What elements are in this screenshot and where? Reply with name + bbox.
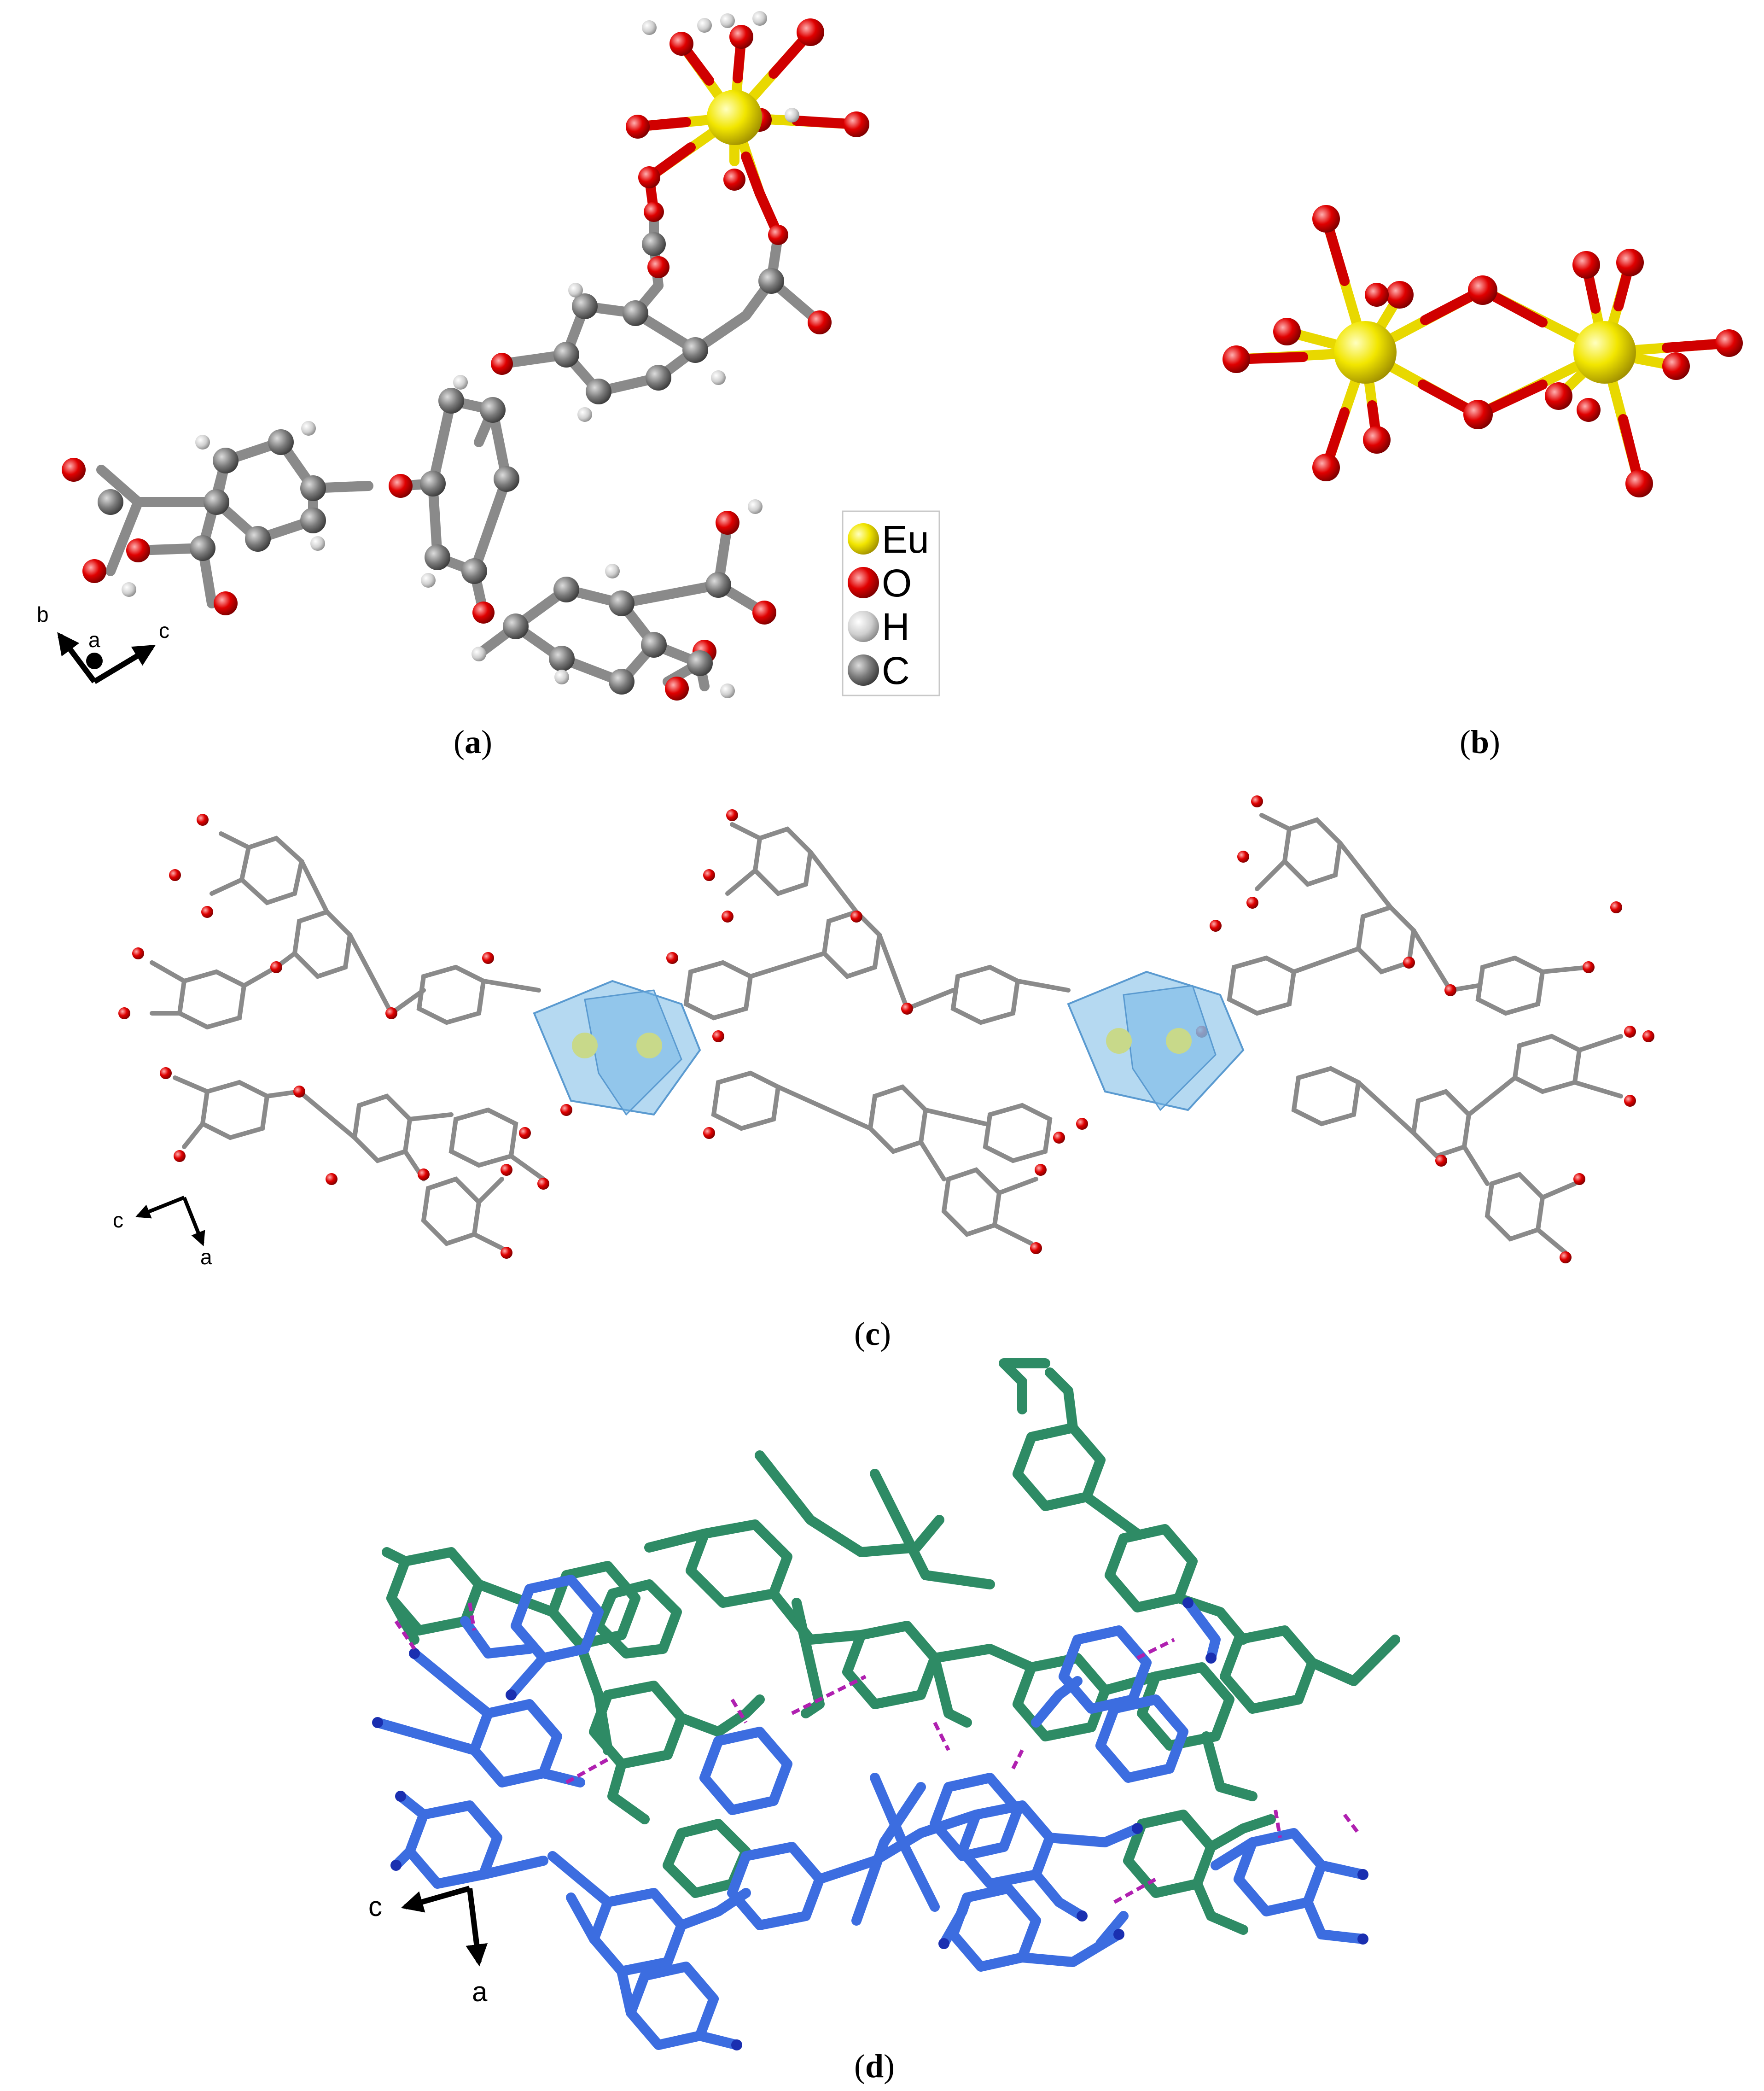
legend-label-eu: Eu [882,518,929,561]
polyhedron-left [533,980,701,1116]
eu-atom-1 [1334,321,1397,384]
panel-label-c: (c) [854,1315,891,1352]
polyhedron-right [1067,970,1245,1111]
panel-b-atoms [1223,205,1743,497]
legend-label-h: H [882,605,910,648]
hydrogen-bonds [394,1602,1360,1904]
panel-c-chain-unit-3 [1196,795,1654,1263]
panel-label-a: (a) [454,724,492,760]
legend-item-h: H [848,605,910,648]
panel-d: c a (d) [368,1358,1400,2085]
panel-a-atoms [62,11,869,701]
axis-label-d-a: a [472,1976,488,2007]
legend-swatch-c [848,654,879,686]
panel-b: (b) [1223,205,1743,760]
axis-label-c-a: a [200,1245,212,1269]
panel-c-chain-unit-1 [118,814,572,1259]
panel-c: c a (c) [113,795,1654,1352]
blue-chain [373,1575,1368,2050]
legend-swatch-eu [848,523,879,555]
legend-item-c: C [848,649,910,692]
legend-label-o: O [882,561,912,605]
legend-item-o: O [848,561,912,605]
axis-label-b: b [37,602,49,626]
axis-triad-d: c a [368,1886,488,2007]
panel-c-chain-unit-2 [666,809,1088,1254]
axis-label-c: c [159,619,169,642]
axis-label-a: a [88,628,100,652]
panel-label-d: (d) [854,2048,895,2085]
axis-triad-c: c a [113,1196,212,1269]
axis-label-c-c: c [113,1208,123,1232]
axis-triad-a: b a c [37,602,169,684]
legend-label-c: C [882,649,910,692]
panel-b-bonds [1231,214,1734,489]
legend-swatch-h [848,611,879,642]
eu-atom-2 [1573,321,1636,384]
legend: Eu O H C [842,510,940,696]
panel-a: Eu O H C b a c (a) [37,11,940,760]
blue-end-atoms [372,1597,1368,2050]
legend-swatch-o [848,567,879,598]
legend-item-eu: Eu [848,518,929,561]
axis-label-d-c: c [368,1891,382,1922]
panel-label-b: (b) [1460,724,1500,760]
